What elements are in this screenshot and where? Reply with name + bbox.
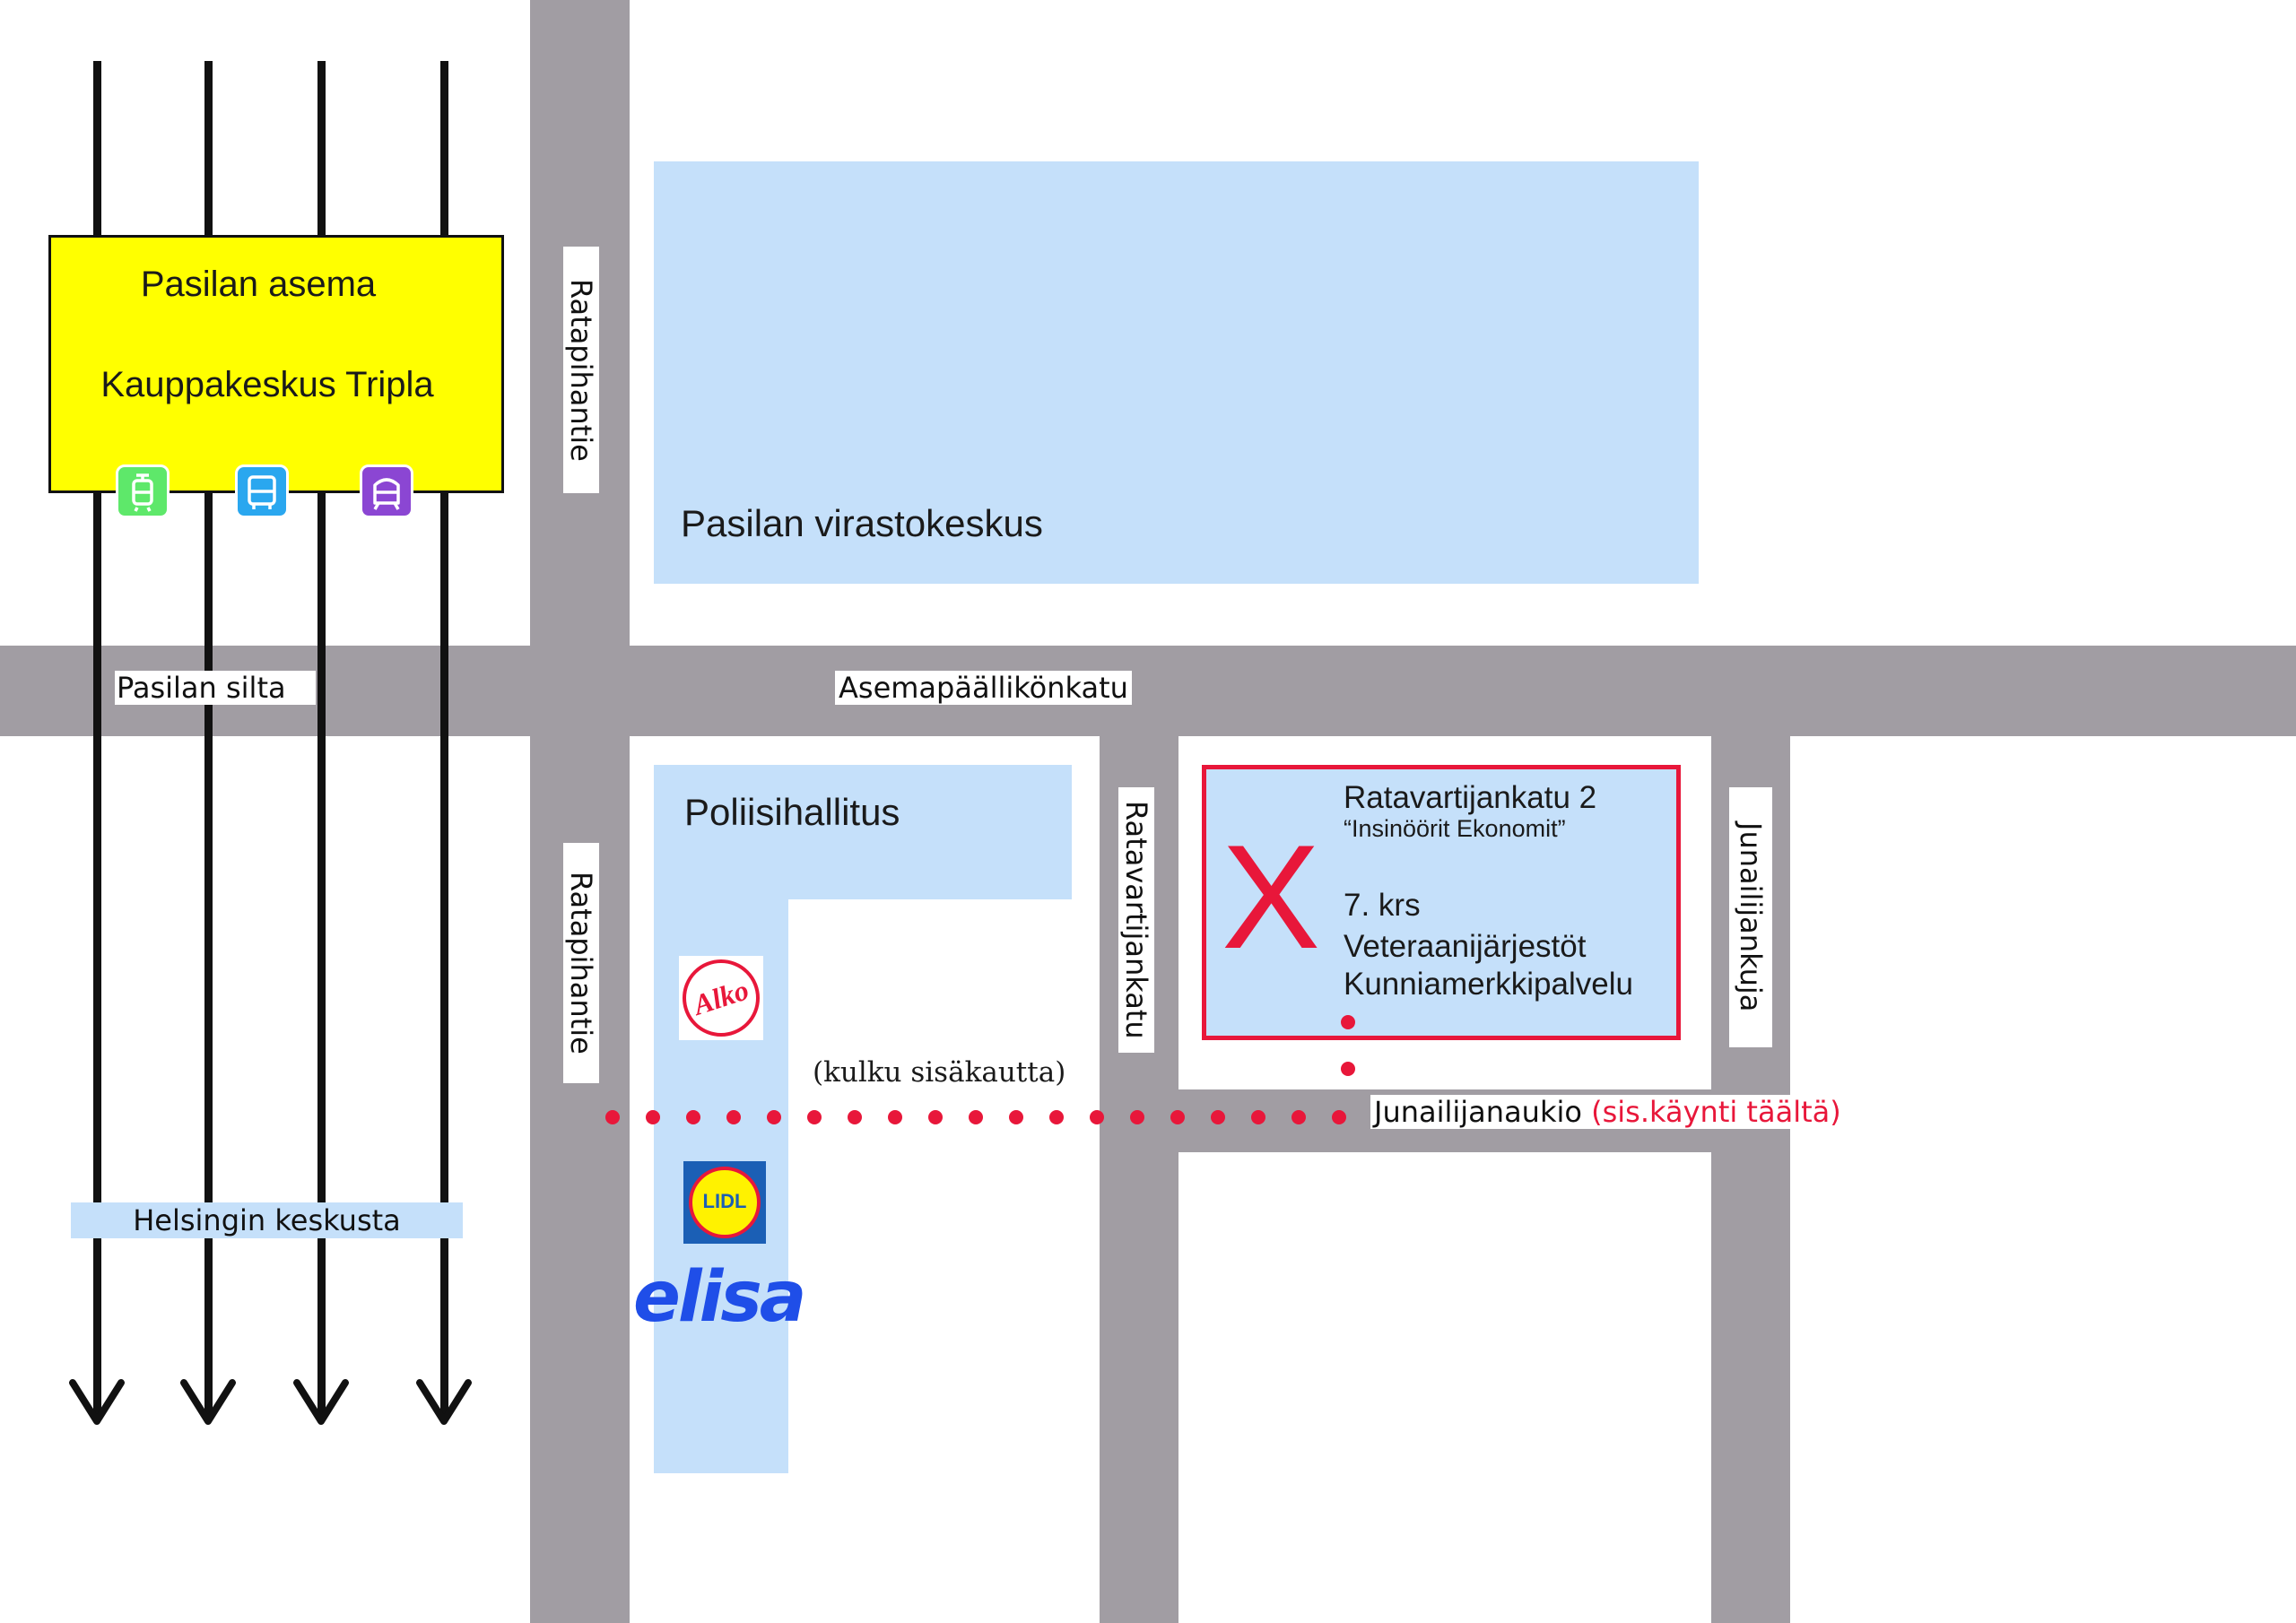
route-dot — [1332, 1110, 1346, 1124]
rail-track-2 — [204, 61, 213, 1415]
route-dot — [969, 1110, 983, 1124]
route-dot — [1090, 1110, 1104, 1124]
building-virastokeskus: Pasilan virastokeskus — [654, 161, 1699, 584]
route-dot — [767, 1110, 781, 1124]
road-ratapihantie — [530, 0, 630, 1623]
street-label-asemapaallikonkatu: Asemapäällikönkatu — [835, 671, 1132, 705]
route-note: (kulku sisäkautta) — [813, 1056, 1066, 1089]
route-dot — [888, 1110, 902, 1124]
route-dot-entrance-2 — [1341, 1062, 1355, 1076]
arrow-head-2 — [180, 1379, 236, 1425]
lidl-logo-text: LIDL — [702, 1190, 747, 1212]
station-name: Pasilan asema — [140, 265, 377, 304]
street-label-ratapihantie-south: Ratapihantie — [563, 843, 599, 1083]
entrance-note: (sis.käynti täältä) — [1591, 1095, 1841, 1129]
route-dot — [646, 1110, 660, 1124]
street-label-ratapihantie-north: Ratapihantie — [563, 247, 599, 493]
route-dot — [1049, 1110, 1064, 1124]
route-dot — [1009, 1110, 1023, 1124]
route-dot — [807, 1110, 822, 1124]
tram-icon — [116, 464, 170, 518]
rail-track-1 — [93, 61, 101, 1415]
destination-org-2: Kunniamerkkipalvelu — [1344, 967, 1633, 1002]
destination-marker: X — [1222, 814, 1321, 979]
route-dot — [1211, 1110, 1225, 1124]
route-dot — [1292, 1110, 1306, 1124]
alko-logo-ring — [683, 959, 760, 1037]
south-arrows — [69, 1379, 472, 1425]
poliisihallitus-label: Poliisihallitus — [684, 791, 900, 833]
bus-icon — [235, 464, 289, 518]
route-dot — [605, 1110, 620, 1124]
building-poliisihallitus-top — [654, 765, 1072, 899]
route-dot — [726, 1110, 741, 1124]
rail-track-4 — [440, 61, 448, 1415]
route-dot-entrance-1 — [1341, 1015, 1355, 1029]
train-icon — [360, 464, 413, 518]
arrow-head-4 — [416, 1379, 472, 1425]
destination-building-name: “Insinöörit Ekonomit” — [1344, 815, 1566, 842]
street-label-junailijankuja: Junailijankuja — [1729, 787, 1772, 1047]
route-dot — [1251, 1110, 1265, 1124]
lidl-logo: LIDL — [683, 1161, 766, 1244]
square-label: Junailijanaukio (sis.käynti täältä) — [1370, 1095, 1845, 1129]
elisa-logo: elisa — [633, 1257, 806, 1338]
route-dot — [848, 1110, 862, 1124]
route-dot — [686, 1110, 700, 1124]
road-asemapaallikonkatu — [0, 646, 2296, 736]
street-label-pasilan-silta: Pasilan silta — [115, 671, 316, 705]
virastokeskus-label: Pasilan virastokeskus — [681, 502, 1043, 544]
route-dot — [1170, 1110, 1185, 1124]
destination-org-1: Veteraanijärjestöt — [1344, 929, 1587, 964]
route-dot — [928, 1110, 943, 1124]
destination-floor: 7. krs — [1344, 888, 1421, 923]
station-box: Pasilan asema Kauppakeskus Tripla — [48, 235, 504, 493]
arrow-head-3 — [293, 1379, 349, 1425]
destination-building — [1202, 765, 1681, 1040]
lidl-logo-circle — [689, 1167, 761, 1238]
direction-label: Helsingin keskusta — [71, 1202, 463, 1238]
alko-logo: Alko — [679, 956, 763, 1040]
arrow-head-1 — [69, 1379, 125, 1425]
rail-track-3 — [317, 61, 326, 1415]
mall-name: Kauppakeskus Tripla — [100, 365, 434, 404]
route-dot — [1130, 1110, 1144, 1124]
street-label-ratavartijankatu: Ratavartijankatu — [1118, 787, 1154, 1053]
destination-address: Ratavartijankatu 2 — [1344, 780, 1597, 815]
square-name: Junailijanaukio — [1374, 1095, 1582, 1129]
